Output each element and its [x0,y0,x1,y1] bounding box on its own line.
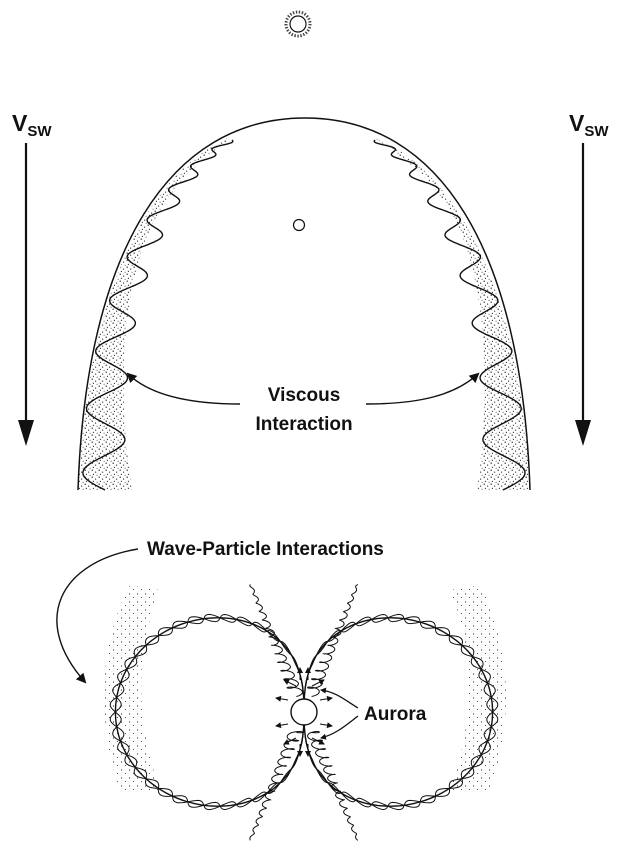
particle-arrow-10 [276,724,288,726]
arrowhead-icon [18,420,34,446]
stipple-left-lobe [104,585,160,790]
vsw-right-label: VSW [569,110,609,140]
magnetosphere-side-view [104,584,506,840]
planet-icon [294,220,305,231]
solar-wind-arrow-right: VSW [569,110,609,446]
particle-arrow-8 [276,698,288,700]
arrowhead-icon [575,420,591,446]
solar-wind-arrow-left: VSW [12,110,52,446]
wave-particle-annotation: Wave-Particle Interactions [57,539,384,682]
particle-arrow-11 [320,724,332,726]
coil-1 [308,584,358,696]
sun-icon [286,12,310,36]
particle-arrow-9 [320,698,332,700]
coil-3 [308,732,358,841]
interaction-label: Interaction [255,414,352,435]
wave-particle-label: Wave-Particle Interactions [147,539,384,560]
viscous-interaction-annotation: Viscous Interaction [128,374,478,435]
stipple-left-boundary [78,135,235,490]
planet-icon [291,699,317,725]
viscous-label: Viscous [268,385,341,406]
aurora-annotation: Aurora [321,690,427,738]
particle-arrow-0 [284,680,296,686]
vsw-left-label: VSW [12,110,52,140]
aurora-label: Aurora [364,704,427,725]
